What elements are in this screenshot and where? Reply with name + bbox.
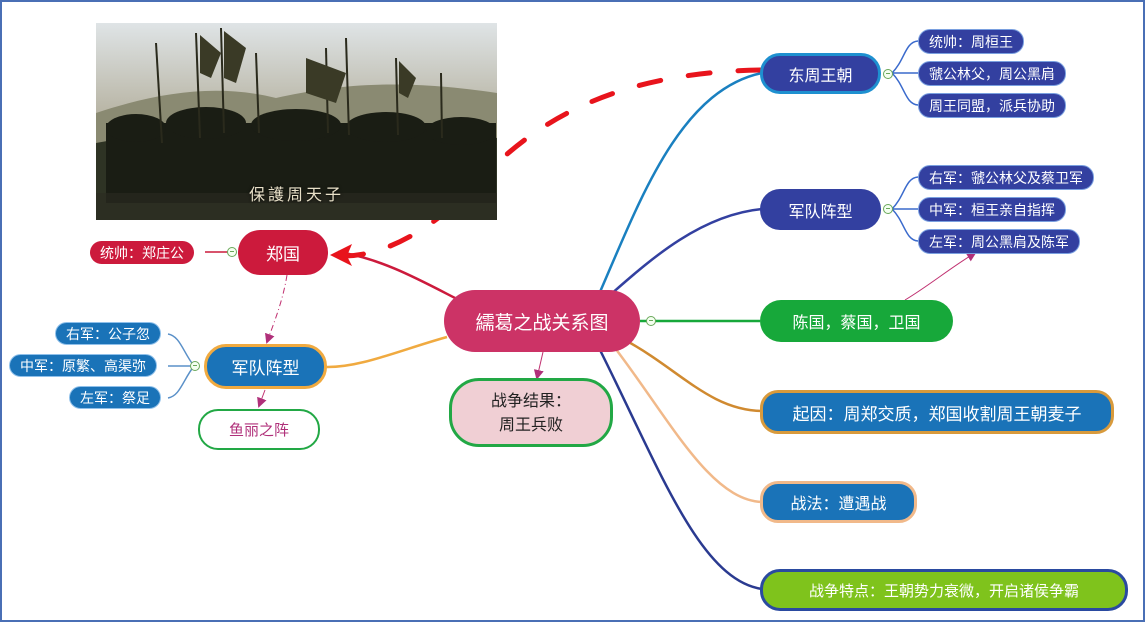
sub-zheng-center-army[interactable]: 中军：原繁、高渠弥	[9, 354, 157, 377]
result-line-1: 战争结果：	[490, 390, 571, 410]
link-formation-right	[609, 207, 763, 296]
sub-zheng-left-army[interactable]: 左军：祭足	[69, 386, 161, 409]
sub-zhou-commander[interactable]: 统帅：周桓王	[918, 29, 1024, 54]
link-cause	[624, 338, 763, 413]
photo-caption: 保護周天子	[248, 185, 344, 204]
battle-photo: 保護周天子	[96, 23, 497, 220]
node-cause[interactable]: 起因：周郑交质，郑国收割周王朝麦子	[760, 390, 1114, 434]
link-zhou	[598, 71, 763, 293]
node-tactic[interactable]: 战法：遭遇战	[760, 481, 917, 523]
sub-zhou-allies[interactable]: 周王同盟，派兵协助	[918, 93, 1066, 118]
red-arrowhead	[330, 244, 352, 266]
node-war-result[interactable]: 战争结果： 周王兵败	[449, 378, 613, 447]
battle-photo-image	[96, 23, 497, 220]
sub-zheng-commander[interactable]: 统帅：郑庄公	[90, 241, 194, 264]
result-line-2: 周王兵败	[498, 414, 563, 434]
link-tactic	[614, 347, 763, 504]
red-dashed-arrow	[342, 67, 763, 259]
link-formation-name	[257, 389, 267, 408]
link-formation-sub	[891, 176, 919, 242]
link-zhou-sub	[891, 40, 919, 106]
sub-zhou-left-army[interactable]: 左军：周公黑肩及陈军	[918, 229, 1080, 254]
collapse-knob[interactable]	[646, 316, 656, 326]
node-zheng-formation[interactable]: 军队阵型	[204, 344, 327, 389]
link-feature	[598, 349, 763, 591]
sub-zheng-right-army[interactable]: 右军：公子忽	[55, 322, 161, 345]
node-zhou-formation[interactable]: 军队阵型	[760, 189, 881, 230]
sub-zhou-ministers[interactable]: 虢公林父，周公黑肩	[918, 61, 1066, 86]
collapse-knob[interactable]	[883, 204, 893, 214]
sub-zhou-right-army[interactable]: 右军：虢公林父及蔡卫军	[918, 165, 1094, 190]
node-feature[interactable]: 战争特点：王朝势力衰微，开启诸侯争霸	[760, 569, 1128, 611]
collapse-knob[interactable]	[227, 247, 237, 257]
center-node[interactable]: 繻葛之战关系图	[444, 290, 640, 352]
node-allied-states[interactable]: 陈国，蔡国，卫国	[760, 300, 953, 342]
link-zheng	[337, 250, 456, 300]
collapse-knob[interactable]	[190, 361, 200, 371]
node-zheng-state[interactable]: 郑国	[238, 230, 328, 275]
node-zhou-dynasty[interactable]: 东周王朝	[760, 53, 881, 94]
sub-zhou-center-army[interactable]: 中军：桓王亲自指挥	[918, 197, 1066, 222]
link-result	[533, 351, 544, 380]
node-fish-formation[interactable]: 鱼丽之阵	[198, 409, 320, 450]
collapse-knob[interactable]	[883, 69, 893, 79]
link-zheng-formation	[265, 274, 288, 344]
link-formation-left	[324, 335, 448, 369]
link-allies-leftarmy	[904, 251, 977, 301]
